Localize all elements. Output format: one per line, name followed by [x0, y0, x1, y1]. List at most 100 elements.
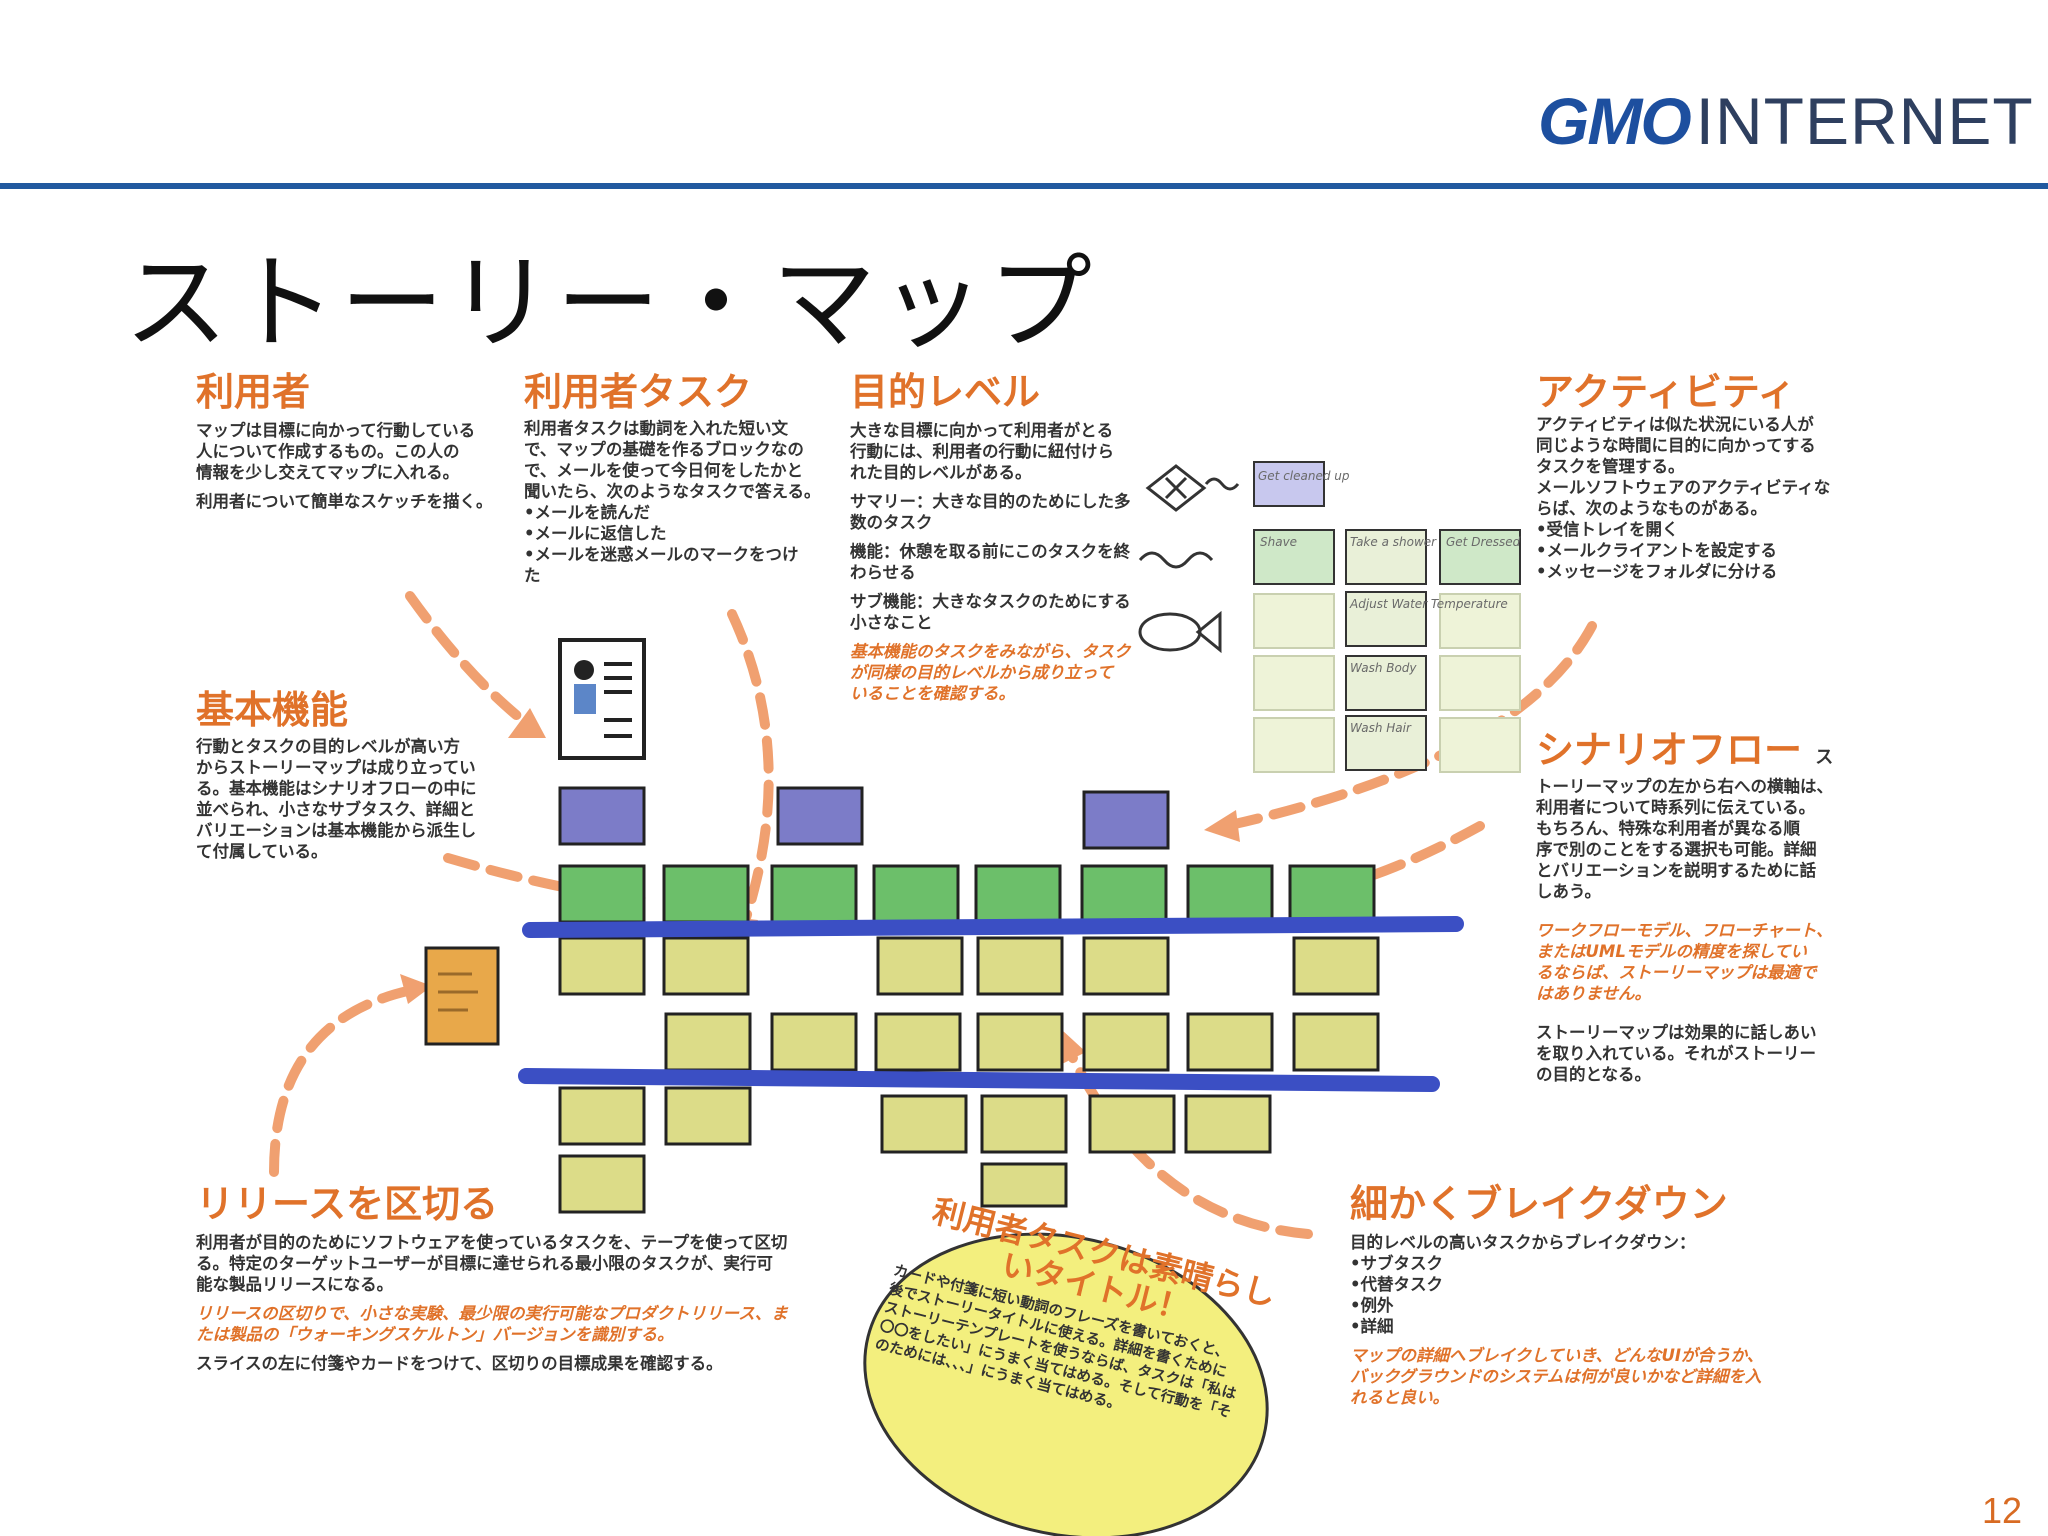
text-line: またはUMLモデルの精度を探してい [1536, 942, 1807, 961]
text-line: れた目的レベルがある。 [850, 463, 1032, 482]
sketch-cards [1253, 461, 1521, 771]
text-line: バックグラウンドのシステムは何が良いかなど詳細を入 [1350, 1367, 1762, 1386]
text-line: 情報を少し交えてマップに入れる。 [196, 463, 460, 482]
heading-basic: 基本機能 [196, 688, 349, 732]
text-line: たは製品の「ウォーキングスケルトン」バージョンを識別する。 [196, 1325, 674, 1344]
text-line: らば、次のようなものがある。 [1536, 499, 1767, 518]
wave-icon [1138, 551, 1214, 569]
text-basic: 行動とタスクの目的レベルが高い方 からストーリーマップは成り立ってい る。基本機… [196, 736, 477, 862]
heading-breakdown: 細かくブレイクダウン [1350, 1182, 1728, 1226]
text-line: アクティビティは似た状況にいる人が [1536, 415, 1814, 434]
card-label-shave: Shave [1260, 535, 1297, 549]
card-label-wash-hair: Wash Hair [1350, 721, 1412, 735]
text-line: 並べられ、小さなサブタスク、詳細と [196, 800, 476, 819]
activity-cards [558, 786, 1170, 850]
text-line: 数のタスク [850, 513, 933, 532]
text-user: マップは目標に向かって行動している 人について作成するもの。この人の 情報を少し… [196, 420, 493, 512]
card-label-shower: Take a shower [1350, 535, 1437, 549]
text-line: 大きな目標に向かって利用者がとる [850, 421, 1114, 440]
text-line: ストーリーマップは効果的に話しあい [1536, 1023, 1817, 1042]
heading-scenario-main: シナリオフロー [1536, 728, 1803, 772]
text-line: 能な製品リリースになる。 [196, 1275, 394, 1294]
text-line: •メールを迷惑メールのマークをつけ [524, 545, 799, 564]
text-line: サブ機能：大きなタスクのためにする [850, 592, 1131, 611]
text-line: マップの詳細へブレイクしていき、どんなUIが合うか、 [1350, 1346, 1764, 1365]
text-line: バリエーションは基本機能から派生し [196, 821, 477, 840]
text-line: が同様の目的レベルから成り立って [850, 663, 1114, 682]
text-line: 機能：休憩を取る前にこのタスクを終 [850, 542, 1131, 561]
text-line: からストーリーマップは成り立ってい [196, 758, 476, 777]
heading-scenario: シナリオフロー ス [1536, 728, 1833, 772]
arrow-user-task [727, 609, 774, 935]
text-line: 利用者が目的のためにソフトウェアを使っているタスクを、テープを使って区切 [196, 1233, 788, 1252]
text-line: •受信トレイを開く [1536, 520, 1679, 539]
heading-user: 利用者 [196, 370, 311, 414]
brand-logo-bold: GMO [1538, 84, 1692, 158]
heading-activity: アクティビティ [1536, 370, 1796, 414]
text-line: サマリー：大きな目的のためにした多 [850, 492, 1131, 511]
text-line: 行動とタスクの目的レベルが高い方 [196, 737, 460, 756]
text-line: マップは目標に向かって行動している [196, 421, 476, 440]
text-line: 目的レベルの高いタスクからブレイクダウン： [1350, 1233, 1696, 1252]
text-line: 利用者について簡単なスケッチを描く。 [196, 492, 493, 511]
text-line: メールソフトウェアのアクティビティな [1536, 478, 1831, 497]
text-line: いることを確認する。 [850, 684, 1015, 703]
text-line: る。基本機能はシナリオフローの中に [196, 779, 477, 798]
text-line: 利用者タスクは動詞を入れた短い文 [524, 419, 788, 438]
text-line: を取り入れている。それがストーリー [1536, 1044, 1817, 1063]
text-line: •例外 [1350, 1296, 1394, 1315]
text-line: スライスの左に付箋やカードをつけて、区切りの目標成果を確認する。 [196, 1354, 723, 1373]
arrow-user [405, 591, 535, 731]
heading-release: リリースを区切る [196, 1182, 499, 1226]
card-label-get-cleaned: Get cleaned up [1258, 469, 1350, 483]
basic-task-cards [558, 864, 1376, 924]
detail-cards [558, 936, 1380, 1214]
arrow-release [269, 985, 417, 1177]
text-line: 利用者について時系列に伝えている。 [1536, 798, 1816, 817]
brand-logo-thin: INTERNET [1695, 84, 2034, 158]
slide-title: ストーリー・マップ [124, 242, 1097, 364]
sketch-card-labels: Get cleaned up Shave Take a shower Get D… [1258, 469, 1521, 735]
text-line: ワークフローモデル、フローチャート、 [1536, 921, 1833, 940]
text-line: 基本機能のタスクをみながら、タスク [850, 642, 1131, 661]
arrow-basic [443, 853, 633, 903]
header-rule [0, 183, 2048, 189]
heading-user-task: 利用者タスク [524, 370, 753, 414]
text-line: もちろん、特殊な利用者が異なる順 [1536, 819, 1800, 838]
text-scenario: トーリーマップの左から右への横軸は、 利用者について時系列に伝えている。 もちろ… [1536, 776, 1833, 1085]
text-line: る。特定のターゲットユーザーが目標に達せられる最小限のタスクが、実行可 [196, 1254, 773, 1273]
text-line: •詳細 [1350, 1317, 1394, 1336]
text-line: の目的となる。 [1536, 1065, 1652, 1084]
text-line: 序で別のことをする選択も可能。詳細 [1536, 840, 1817, 859]
release-line-2 [518, 1068, 1440, 1092]
text-line: •代替タスク [1350, 1275, 1444, 1294]
tip-bubble [863, 1232, 1269, 1536]
release-line-1 [522, 916, 1464, 938]
text-line: 行動には、利用者の行動に紐付けら [850, 442, 1114, 461]
text-line: しあう。 [1536, 882, 1602, 901]
heading-goal-level: 目的レベル [850, 370, 1041, 414]
text-line: トーリーマップの左から右への横軸は、 [1536, 777, 1833, 796]
brand-logo: GMOINTERNET [1538, 88, 2034, 154]
card-label-water: Adjust Water Temperature [1349, 597, 1508, 611]
text-release: 利用者が目的のためにソフトウェアを使っているタスクを、テープを使って区切 る。特… [196, 1232, 788, 1374]
release-lines [518, 916, 1464, 1092]
card-label-wash-body: Wash Body [1350, 661, 1417, 675]
fish-tail [1195, 610, 1222, 654]
text-line: •メッセージをフォルダに分ける [1536, 562, 1778, 581]
level-doodles [1138, 464, 1240, 654]
text-line: 小さなこと [850, 613, 933, 632]
arrow-breakdown [1063, 1043, 1313, 1239]
text-line: るならば、ストーリーマップは最適で [1536, 963, 1817, 982]
text-line: た [524, 566, 541, 585]
text-line: •メールクライアントを設定する [1536, 541, 1777, 560]
kite-icon [1145, 464, 1207, 512]
text-line: はありません。 [1536, 984, 1652, 1003]
text-line: 聞いたら、次のようなタスクで答える。 [524, 482, 821, 501]
kite-tail [1204, 477, 1240, 491]
card-label-dressed: Get Dressed [1446, 535, 1521, 549]
text-line: とバリエーションを説明するために話 [1536, 861, 1817, 880]
persona-card [558, 638, 646, 760]
text-goal-level: 大きな目標に向かって利用者がとる 行動には、利用者の行動に紐付けら れた目的レベ… [850, 420, 1131, 704]
